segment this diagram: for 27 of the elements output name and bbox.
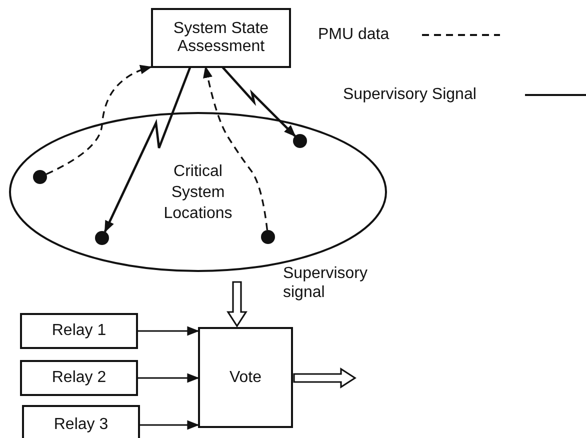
arrow (140, 420, 200, 430)
block-arrow (226, 281, 248, 328)
process-box (22, 405, 140, 438)
location-dot (293, 134, 307, 148)
location-dot (261, 230, 275, 244)
box-title: System State Assessment (172, 20, 270, 56)
node-label: Relay 1 (52, 322, 106, 340)
zigzag-arrow (222, 66, 296, 137)
node-label: Relay 2 (52, 369, 106, 387)
node-label: Vote (229, 368, 262, 386)
legend-label: PMU data (318, 25, 390, 44)
process-box (198, 327, 293, 428)
location-dot (95, 231, 109, 245)
block-arrow (293, 368, 356, 388)
process-box (151, 8, 291, 68)
legend-label: Supervisory Signal (343, 85, 476, 104)
zigzag-arrow (104, 66, 192, 233)
node-label: Critical System Locations (162, 162, 234, 224)
location-dot (33, 170, 47, 184)
arrow (203, 66, 268, 230)
arrow (138, 373, 200, 383)
arrow (138, 326, 200, 336)
arrow (46, 65, 152, 175)
process-box (20, 360, 138, 396)
node-label: Relay 3 (54, 416, 108, 434)
process-box (20, 313, 138, 349)
edge-label: Supervisory signal (283, 264, 368, 302)
